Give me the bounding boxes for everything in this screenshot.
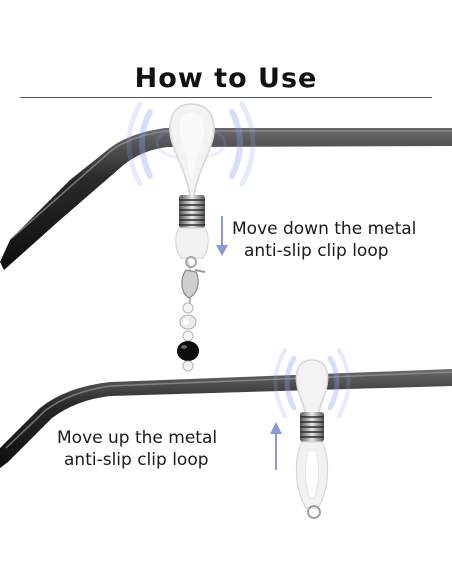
glow-rings-bottom (273, 348, 351, 418)
lobster-clasp (181, 256, 206, 306)
metal-coil-bottom (300, 412, 324, 442)
silicone-tail-top (175, 227, 209, 273)
title-divider (20, 97, 432, 98)
step-move-up-caption: Move up the metal anti-slip clip loop (57, 427, 217, 471)
step-move-down-line1: Move down the metal (232, 219, 417, 239)
step-move-up-line2: anti-slip clip loop (64, 450, 209, 470)
bead-strand (177, 302, 199, 372)
step-move-up-line1: Move up the metal (57, 428, 218, 448)
metal-coil-top (179, 195, 205, 228)
silicone-loop-bottom (295, 359, 329, 421)
temple-arm-top (0, 128, 452, 270)
silicone-loop-top (169, 103, 215, 197)
step-move-down-caption: Move down the metal anti-slip clip loop (232, 218, 416, 262)
step-move-down-line2: anti-slip clip loop (244, 241, 389, 261)
down-arrow-icon (216, 216, 228, 256)
page-title: How to Use (134, 63, 318, 94)
temple-arm-bottom (0, 369, 452, 468)
up-arrow-icon (270, 422, 282, 470)
silicone-tail-bottom (295, 441, 329, 519)
